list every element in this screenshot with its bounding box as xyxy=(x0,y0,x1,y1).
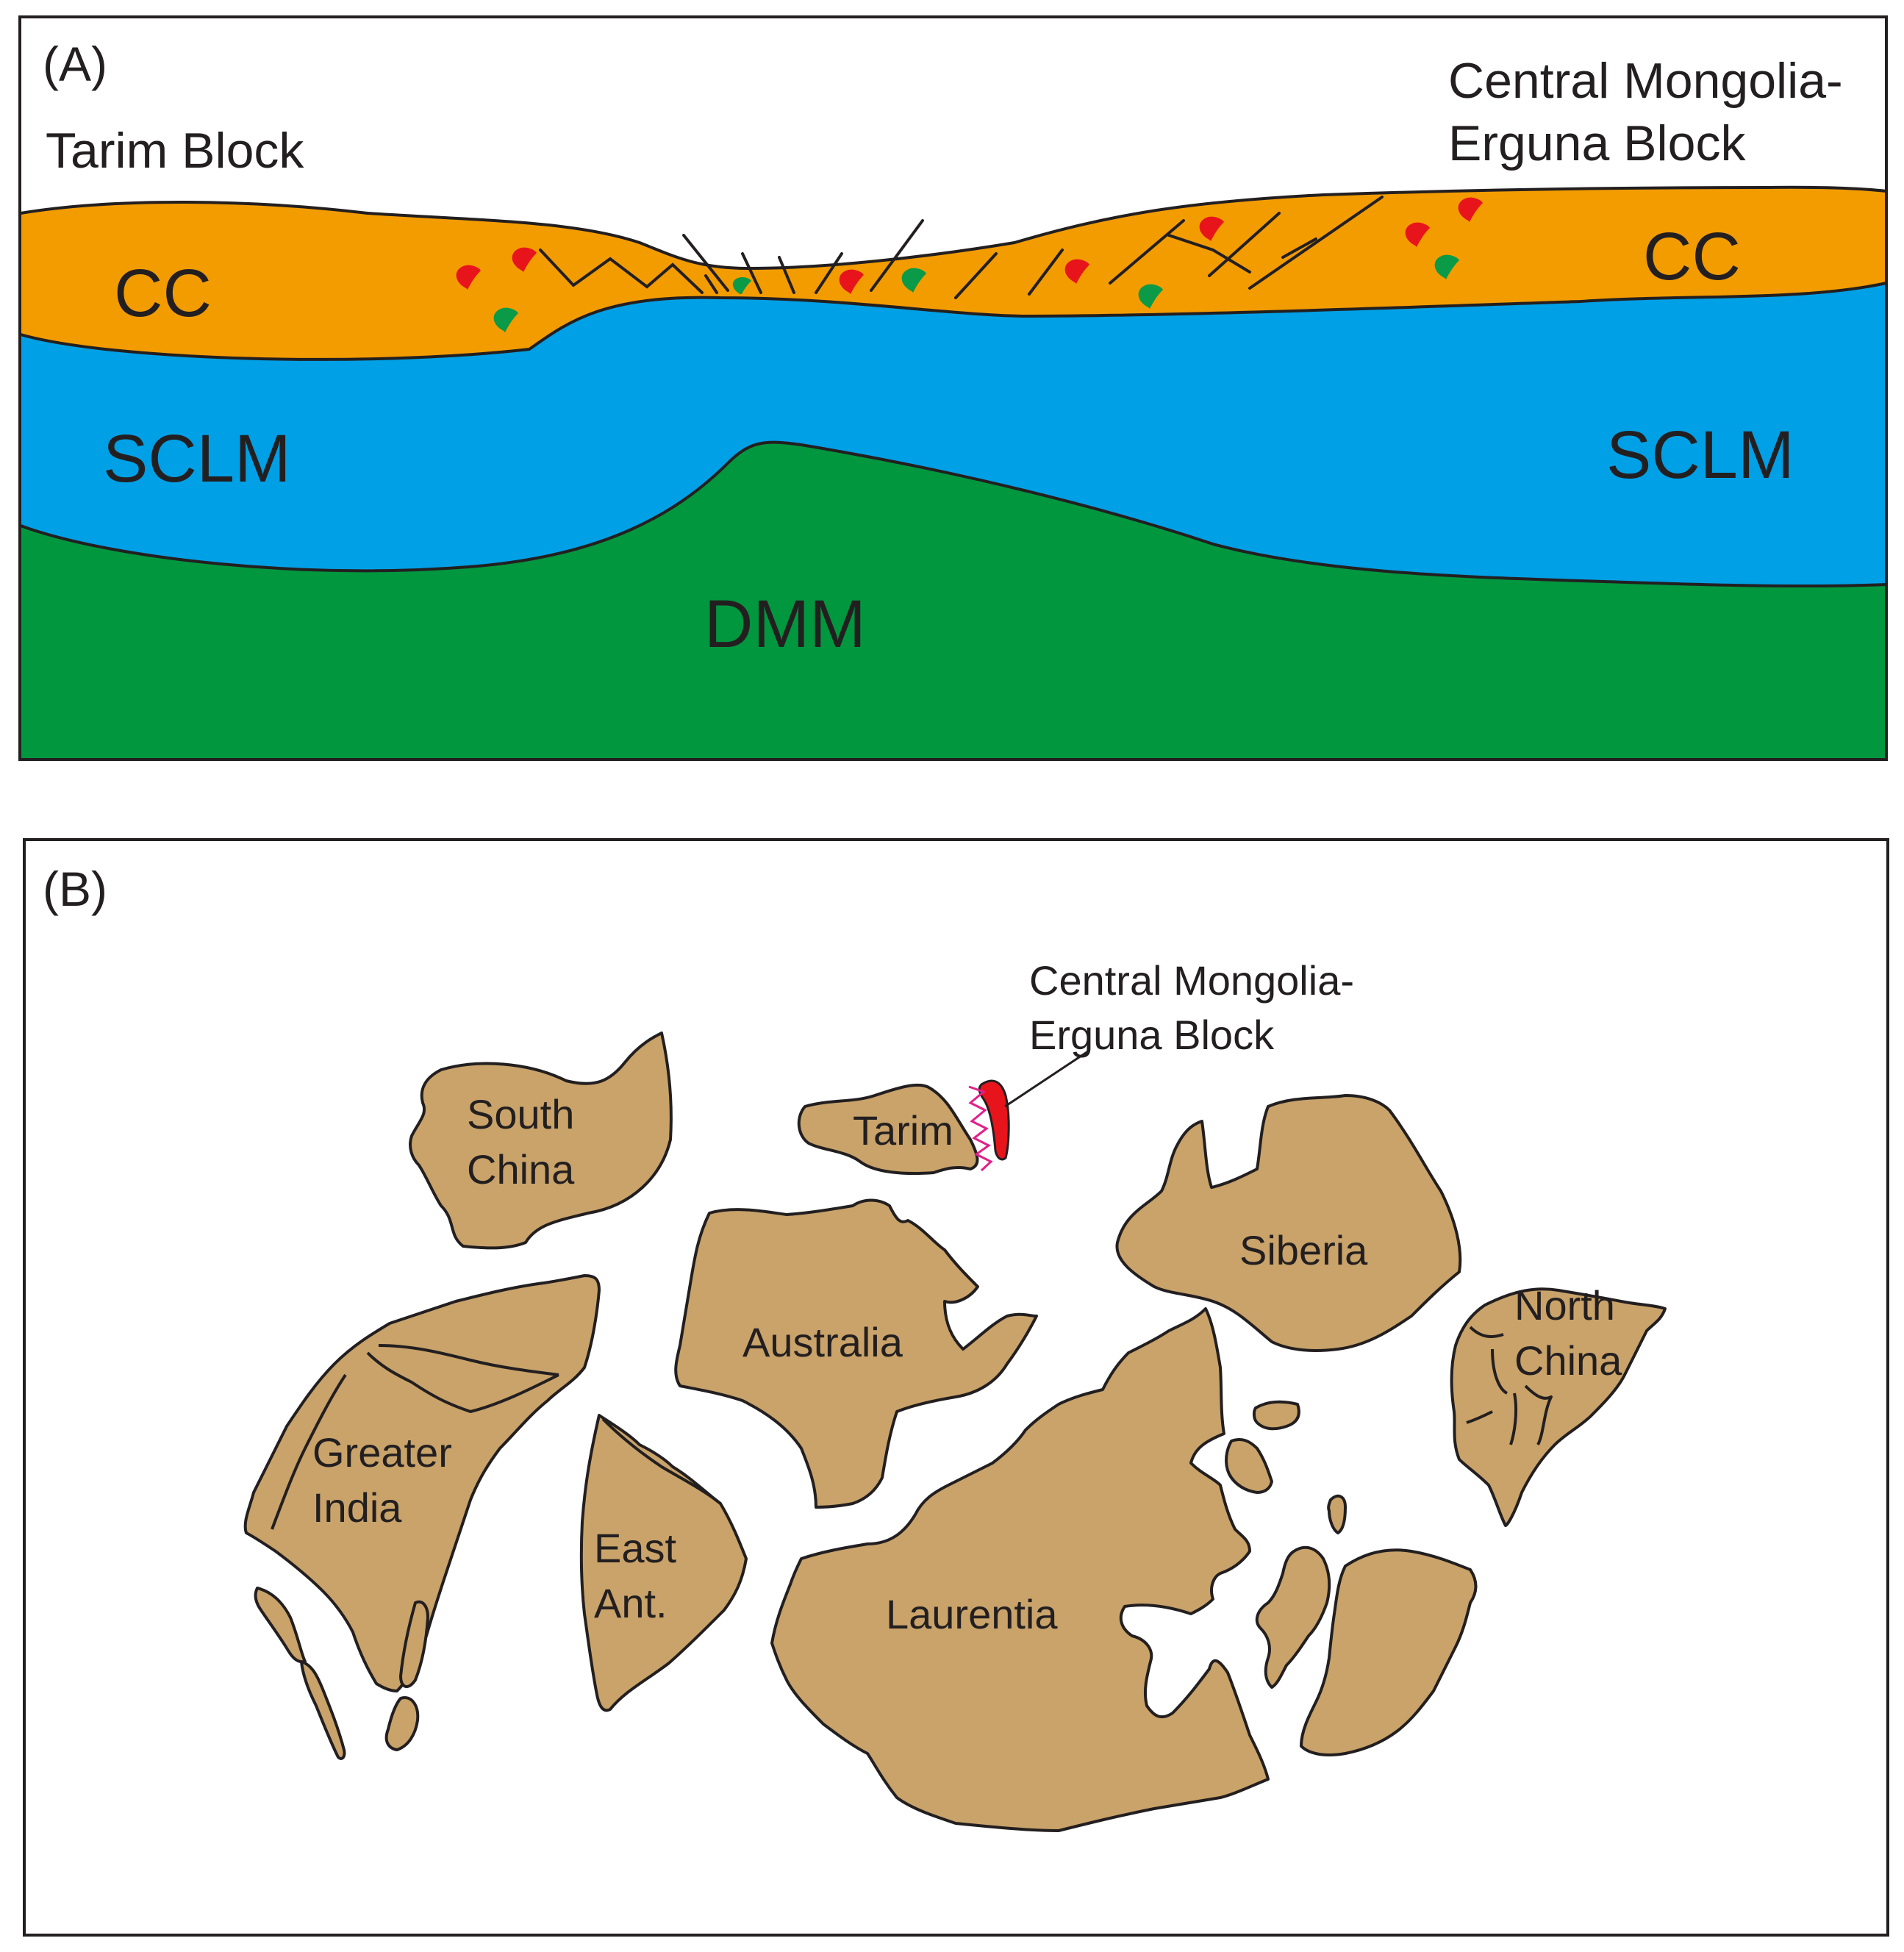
green-marker xyxy=(493,307,518,332)
sclm-left-label: SCLM xyxy=(103,421,291,496)
south-china-label-2: China xyxy=(467,1146,575,1193)
cc-base-boundary xyxy=(20,282,1887,361)
siberia-label: Siberia xyxy=(1239,1227,1368,1273)
red-marker xyxy=(1199,216,1224,241)
panel-b: (B) South China Tarim Central Mongolia- … xyxy=(23,838,1889,1937)
island xyxy=(1255,1545,1331,1689)
sclm-layer xyxy=(21,283,1886,587)
greater-india-craton xyxy=(243,1274,601,1692)
east-antarctica-rift xyxy=(601,1417,722,1505)
green-marker xyxy=(901,268,926,293)
cmeb-label-line1: Central Mongolia- xyxy=(1448,53,1843,109)
laurentia-craton xyxy=(770,1307,1270,1832)
cmeb-callout-line xyxy=(1004,1050,1089,1108)
east-antarctica-craton xyxy=(579,1414,748,1712)
red-marker xyxy=(1458,197,1483,222)
red-marker xyxy=(512,247,537,272)
panel-a-tag: (A) xyxy=(43,37,107,91)
green-marker xyxy=(732,276,751,294)
india-fragment xyxy=(384,1696,420,1751)
island xyxy=(1327,1494,1347,1534)
tarim-craton xyxy=(797,1083,979,1176)
panel-b-tag: (B) xyxy=(43,862,107,916)
sclm-base-boundary xyxy=(20,440,1887,588)
red-marker xyxy=(1064,259,1089,284)
east-ant-label-2: Ant. xyxy=(594,1580,668,1626)
green-marker xyxy=(1434,254,1459,279)
green-marker xyxy=(1138,284,1163,309)
australia-craton xyxy=(674,1198,1038,1509)
laurentia-label: Laurentia xyxy=(886,1591,1058,1637)
north-china-label-1: North xyxy=(1514,1282,1615,1329)
island xyxy=(1225,1438,1273,1494)
island xyxy=(1252,1400,1300,1431)
india-fragment xyxy=(399,1600,429,1688)
cmeb-label-line2: Erguna Block xyxy=(1448,115,1746,171)
green-markers xyxy=(493,254,1459,332)
greater-india-internal xyxy=(271,1344,559,1530)
india-fragment xyxy=(300,1660,346,1760)
dmm-label: DMM xyxy=(704,587,866,662)
cmeb-block xyxy=(978,1079,1010,1161)
sclm-right-label: SCLM xyxy=(1606,418,1794,493)
greater-india-label-2: India xyxy=(312,1484,402,1531)
cmeb-callout-line2: Erguna Block xyxy=(1029,1012,1275,1058)
tarim-block-label: Tarim Block xyxy=(46,123,304,179)
cc-right-label: CC xyxy=(1643,219,1741,294)
panel-b-frame xyxy=(23,838,1889,1937)
panel-a-frame xyxy=(18,15,1888,761)
north-china-internal xyxy=(1466,1326,1553,1445)
south-china-craton xyxy=(409,1032,673,1250)
fault-lines xyxy=(539,196,1384,299)
siberia-craton xyxy=(1115,1094,1462,1352)
south-china-label-1: South xyxy=(467,1091,574,1137)
cc-top-boundary xyxy=(20,185,1887,270)
north-china-label-2: China xyxy=(1514,1337,1622,1384)
red-markers xyxy=(456,197,1483,294)
tarim-label: Tarim xyxy=(853,1107,953,1154)
dmm-layer xyxy=(21,442,1886,759)
red-marker xyxy=(1405,222,1430,247)
red-marker xyxy=(839,269,864,294)
north-china-craton xyxy=(1450,1287,1667,1527)
greater-india-label-1: Greater xyxy=(312,1429,452,1476)
cc-left-label: CC xyxy=(114,256,212,331)
red-marker xyxy=(456,265,481,290)
east-ant-label-1: East xyxy=(594,1525,676,1571)
suture-zigzag xyxy=(968,1085,993,1172)
island xyxy=(1300,1548,1478,1756)
cmeb-callout-line1: Central Mongolia- xyxy=(1029,957,1354,1004)
australia-label: Australia xyxy=(742,1319,903,1365)
india-fragment xyxy=(254,1587,307,1664)
